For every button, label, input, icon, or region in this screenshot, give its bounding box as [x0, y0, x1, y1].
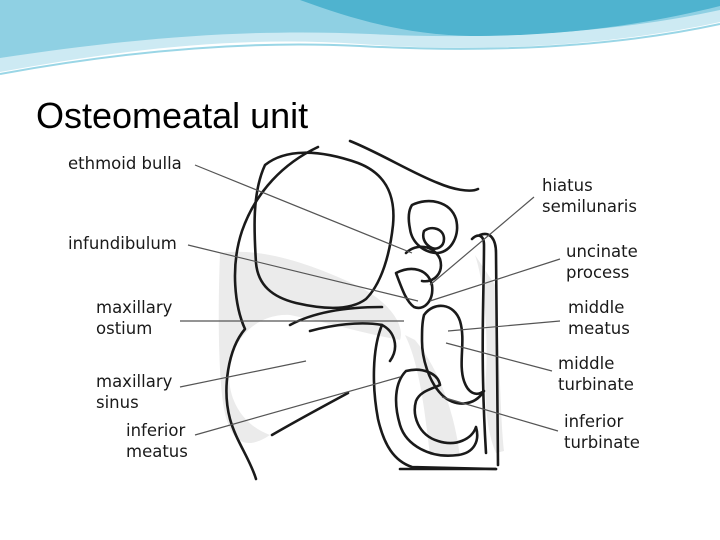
- label-infundibulum: infundibulum: [68, 234, 177, 253]
- leader-maxillary-sinus: [179, 360, 307, 388]
- nasal-septum: [478, 232, 500, 467]
- label-middle-meatus: middle meatus: [568, 298, 630, 338]
- leader-infundibulum: [187, 244, 419, 302]
- label-maxillary-sinus: maxillary sinus: [96, 372, 173, 412]
- anatomy-drawing: [179, 139, 561, 481]
- osteomeatal-diagram: ethmoid bulla infundibulum maxillary ost…: [60, 135, 654, 497]
- uncinate-process-outline: [394, 267, 434, 310]
- label-ethmoid-bulla: ethmoid bulla: [68, 154, 182, 173]
- lateral-nasal-wall: [225, 145, 320, 481]
- leader-inferior-turbinate: [441, 396, 559, 432]
- leader-hiatus-semilunaris: [429, 196, 535, 286]
- label-hiatus-semilunaris: hiatus semilunaris: [542, 176, 637, 216]
- label-uncinate-process: uncinate process: [566, 242, 638, 282]
- ethmoid-bulla-outline: [253, 151, 395, 310]
- label-maxillary-ostium: maxillary ostium: [96, 298, 173, 338]
- header-wave-banner: [0, 0, 720, 75]
- skull-base-line: [348, 139, 480, 192]
- slide-title: Osteomeatal unit: [36, 95, 309, 136]
- label-inferior-turbinate: inferior turbinate: [564, 412, 640, 452]
- label-middle-turbinate: middle turbinate: [558, 354, 634, 394]
- leader-inferior-meatus: [194, 376, 401, 436]
- leader-ethmoid-bulla: [194, 164, 413, 254]
- label-inferior-meatus: inferior meatus: [126, 421, 188, 461]
- leader-uncinate-process: [429, 258, 561, 302]
- leader-middle-turbinate: [445, 342, 553, 372]
- leader-middle-meatus: [447, 320, 561, 332]
- inferior-turbinate-outline: [394, 368, 479, 457]
